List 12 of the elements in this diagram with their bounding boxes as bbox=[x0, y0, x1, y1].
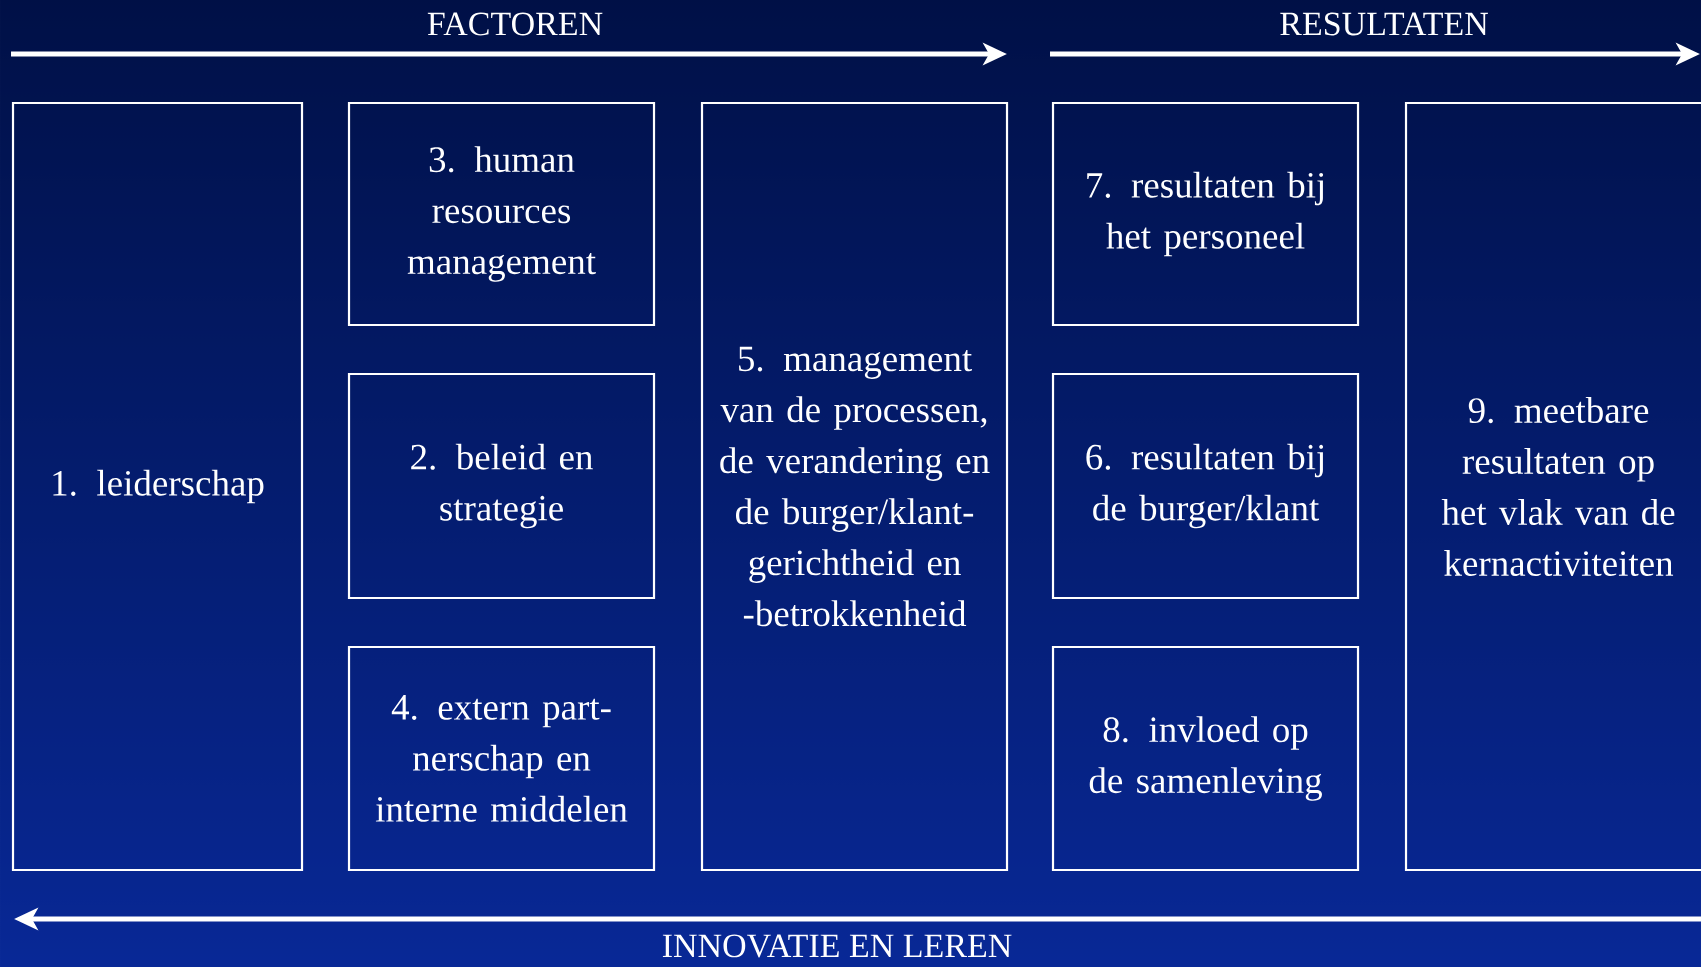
text-box: 9. meetbare resultaten op het vlak van de kernactiviteiten bbox=[1404, 101, 1701, 872]
section-heading: FACTOREN bbox=[427, 12, 603, 36]
text-box: 4. extern part-nerschap en interne middelen bbox=[347, 645, 656, 872]
section-heading: INNOVATIE EN LEREN bbox=[662, 934, 1012, 958]
text-box: 7. resultaten bij het personeel bbox=[1051, 101, 1360, 327]
text-box: 6. resultaten bij de burger/klant bbox=[1051, 372, 1360, 600]
text-box: 5. management van de processen, de verandering en de burger/klant-gerichtheid en -betrokkenheid bbox=[700, 101, 1009, 872]
text-box: 1. leiderschap bbox=[11, 101, 304, 872]
text-box: 3. human resources management bbox=[347, 101, 656, 327]
text-box: 2. beleid en strategie bbox=[347, 372, 656, 600]
text-box: 8. invloed op de samenleving bbox=[1051, 645, 1360, 872]
section-heading: RESULTATEN bbox=[1280, 12, 1488, 36]
